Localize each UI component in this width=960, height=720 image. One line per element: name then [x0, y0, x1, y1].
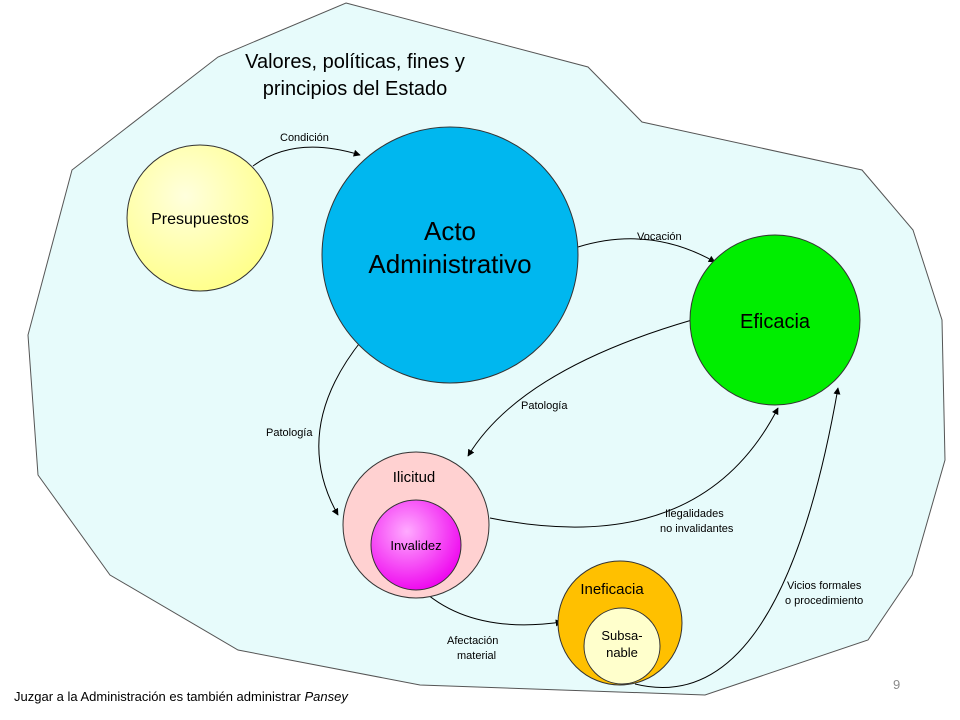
- edge-label-vicios-2: o procedimiento: [785, 595, 863, 607]
- edge-afectacion: [419, 587, 563, 627]
- node-presupuestos: Presupuestos: [126, 144, 274, 292]
- edge-vocacion: [577, 238, 716, 263]
- edge-label-ilegalidades-1: Ilegalidades: [665, 508, 724, 520]
- edge-label-vocacion: Vocación: [637, 231, 682, 243]
- footer-author: Pansey: [304, 689, 348, 704]
- node-eficacia: Eficacia: [689, 234, 861, 406]
- node-acto-administrativo: Acto Administrativo: [321, 126, 579, 384]
- edge-label-afectacion-1: Afectación: [447, 635, 498, 647]
- node-subsanable-label-2: nable: [606, 645, 638, 660]
- node-subsanable: Subsa- nable: [583, 607, 661, 685]
- node-ilicitud-label: Ilicitud: [393, 469, 436, 486]
- node-subsanable-label-1: Subsa-: [601, 628, 642, 643]
- edge-label-vicios-1: Vicios formales: [787, 580, 862, 592]
- edge-vicios: [634, 387, 841, 689]
- edge-label-condicion: Condición: [280, 132, 329, 144]
- node-ineficacia-label: Ineficacia: [580, 581, 644, 598]
- node-acto-label-2: Administrativo: [368, 249, 531, 279]
- node-eficacia-label: Eficacia: [740, 311, 811, 333]
- node-presupuestos-label: Presupuestos: [151, 211, 249, 228]
- edge-label-ilegalidades-2: no invalidantes: [660, 523, 734, 535]
- edge-label-patologia-left: Patología: [266, 427, 313, 439]
- region-title-line2: principios del Estado: [263, 78, 448, 100]
- edge-condicion: [252, 146, 361, 167]
- page-number: 9: [893, 677, 901, 692]
- edge-patologia-right: [467, 319, 693, 457]
- footer-caption: Juzgar a la Administración es también ad…: [14, 689, 348, 704]
- node-invalidez: Invalidez: [370, 499, 462, 591]
- node-invalidez-label: Invalidez: [390, 538, 441, 553]
- footer-text: Juzgar a la Administración es también ad…: [14, 689, 305, 704]
- edge-label-patologia-right: Patología: [521, 400, 568, 412]
- region-title-line1: Valores, políticas, fines y: [245, 51, 465, 73]
- node-acto-label-1: Acto: [424, 216, 476, 246]
- edge-patologia-left: [318, 339, 363, 516]
- edge-ilegalidades: [489, 407, 779, 528]
- edge-label-afectacion-2: material: [457, 650, 496, 662]
